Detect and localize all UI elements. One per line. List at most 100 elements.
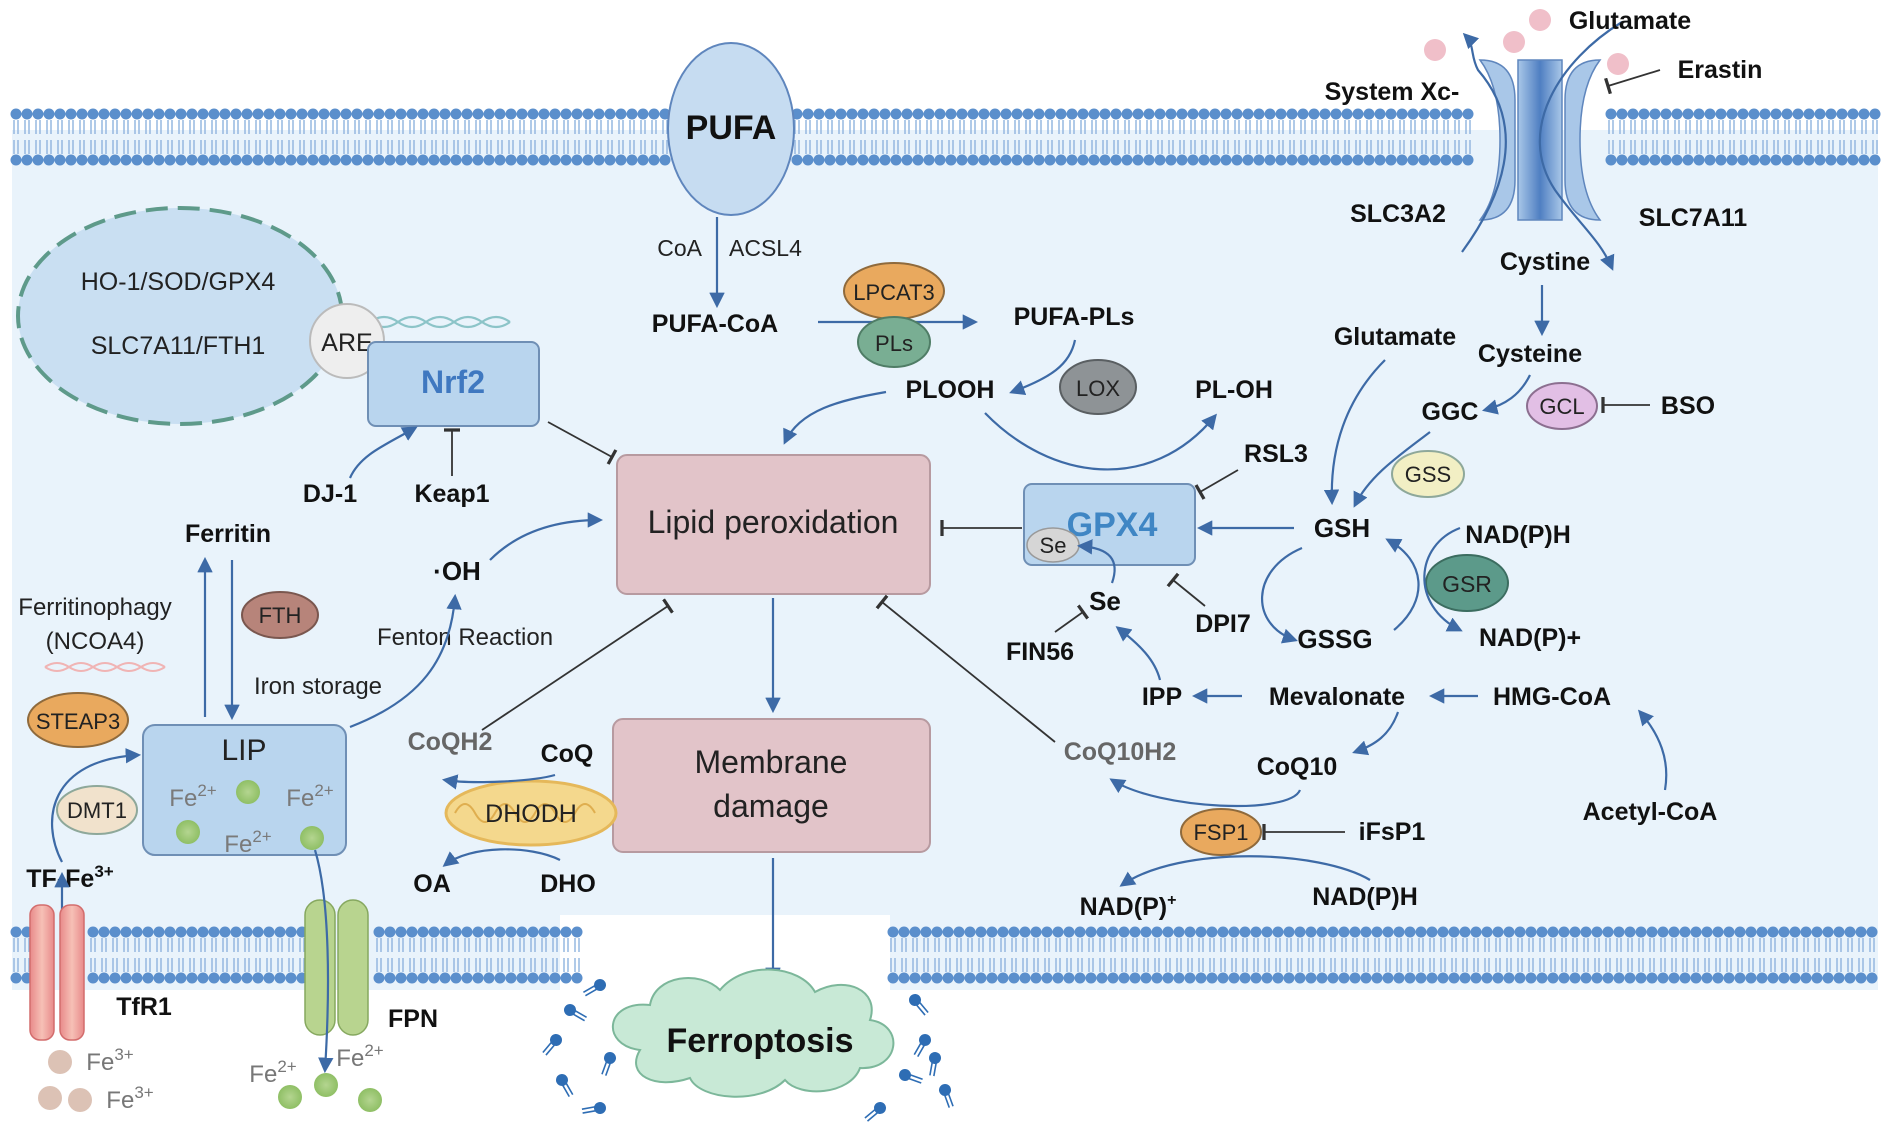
fsp1-enzyme: [1180, 808, 1262, 856]
dmt1-enzyme: [56, 785, 138, 835]
mitochondrion-cristae: [454, 803, 596, 823]
glutamate-to-gsh-arrow: [1323, 359, 1386, 506]
oh-radical-label: ·OH: [433, 556, 481, 586]
dho-to-oa-arc: [442, 848, 561, 867]
hmg-coa-label: HMG-CoA: [1493, 683, 1611, 711]
gsr-enzyme: [1425, 554, 1509, 612]
dpi7-label: DPI7: [1195, 610, 1251, 638]
fenton-label: Fenton Reaction: [377, 624, 553, 651]
oa-label: OA: [413, 870, 451, 898]
nrf2-inhibits-lipid-peroxidation: [547, 421, 618, 465]
steap3-enzyme: [27, 692, 129, 748]
lip-to-oh-arc: [349, 593, 462, 729]
gss-label: GSS: [1405, 462, 1451, 487]
pufa-pls-label: PUFA-PLs: [1014, 303, 1135, 331]
coq10-to-coq10h2-arc: [1109, 778, 1302, 808]
dmt1-to-lip-arc: [50, 748, 142, 863]
mevalonate-to-coq10-arrow: [1352, 711, 1400, 756]
gpx4-label: GPX4: [1067, 506, 1158, 544]
ggc-label: GGC: [1422, 398, 1479, 426]
nrf2-box: [367, 341, 540, 427]
acetylcoa-to-hmgcoa-arrow: [1637, 709, 1668, 791]
coqh2-inhibits-lipidperox: [481, 598, 674, 731]
nadp-plus-label: NAD(P)+: [1479, 624, 1581, 652]
nrf2-label: Nrf2: [421, 364, 485, 400]
gssg-to-gsh-arc: [1385, 538, 1420, 631]
acsl4-label: ACSL4: [729, 235, 802, 261]
lipid-fragment: [939, 1084, 954, 1108]
membrane-damage-label-1: Membrane: [695, 744, 848, 780]
glutamate-particle-4: [1607, 53, 1629, 75]
pls-label: PLs: [875, 331, 913, 356]
lipid-fragment: [929, 1052, 941, 1077]
dj1-to-nrf2-arrow: [348, 426, 418, 479]
lipid-fragment: [556, 1074, 574, 1097]
fe3-particle-1: [48, 1050, 72, 1074]
ferroptosis-label: Ferroptosis: [666, 1022, 853, 1060]
lipid-fragment: [913, 1034, 931, 1057]
glutamate-particle-1: [1529, 9, 1551, 31]
bso-label: BSO: [1661, 392, 1715, 420]
dmt1-label: DMT1: [67, 798, 127, 823]
pufa-coa-label: PUFA-CoA: [652, 310, 778, 338]
fpn-label: FPN: [388, 1005, 438, 1033]
lip-label: LIP: [221, 734, 266, 767]
plasma-membrane-top: [10, 108, 1881, 166]
dj1-label: DJ-1: [303, 480, 357, 508]
membrane-gap: [560, 915, 890, 995]
coq-label: CoQ: [541, 740, 594, 768]
erastin-inhibits-xc: [1604, 69, 1661, 95]
lipid-fragment: [601, 1052, 616, 1076]
ho1-label: HO-1/SOD/GPX4: [81, 268, 276, 296]
ferroptosis-cloud: [612, 968, 895, 1098]
gcl-enzyme: [1526, 382, 1598, 430]
rsl3-inhibits-gpx4: [1194, 469, 1239, 500]
gss-enzyme: [1391, 450, 1465, 498]
lipid-fragment: [564, 1004, 587, 1022]
nadph-top-label: NAD(P)H: [1465, 521, 1571, 549]
fe3-label-1: Fe3+: [86, 1045, 133, 1076]
ipp-label: IPP: [1142, 683, 1182, 711]
lipid-fragment: [581, 1102, 606, 1114]
mitochondrion: [444, 779, 618, 847]
slc7a11-fth1-label: SLC7A11/FTH1: [91, 332, 266, 360]
fpn-export-arrow: [313, 849, 334, 1074]
xc-export-arc: [1461, 32, 1507, 253]
erastin-label: Erastin: [1678, 56, 1763, 84]
pufa-transporter: [667, 42, 795, 216]
fin56-inhibits-se: [1054, 604, 1090, 633]
se-to-gpx4-arrow: [1076, 539, 1116, 584]
dna-helix-ferritinophagy: [44, 662, 166, 672]
slc7a11-label: SLC7A11: [1639, 204, 1747, 232]
plooh-to-ploh-arc: [984, 412, 1217, 471]
fin56-label: FIN56: [1006, 638, 1074, 666]
ggc-to-gsh-arrow: [1353, 431, 1431, 508]
membrane-damage-box: [612, 718, 931, 853]
nadph-to-nadp-fsp1-arc: [1119, 855, 1371, 887]
xc-import-arc: [1538, 21, 1623, 271]
gcl-label: GCL: [1539, 394, 1584, 419]
keap1-label: Keap1: [414, 480, 489, 508]
pls-enzyme: [857, 316, 931, 368]
coq10-label: CoQ10: [1257, 753, 1338, 781]
steap3-label: STEAP3: [36, 709, 120, 734]
se-inner-label: Se: [1040, 533, 1067, 558]
coq10h2-inhibits-lipidperox: [875, 594, 1056, 743]
nadp-out-label: NAD(P)+: [1080, 892, 1177, 921]
glutamate-particle-3: [1424, 39, 1446, 61]
glutamate-in-label: Glutamate: [1334, 323, 1456, 351]
nadph-to-nadp-arc: [1423, 526, 1463, 632]
lipid-peroxidation-box: [616, 454, 931, 595]
gsh-label: GSH: [1314, 513, 1370, 543]
fth-enzyme: [241, 591, 319, 639]
fe2-out-label-2: Fe2+: [336, 1041, 383, 1072]
tfr1-label: TfR1: [116, 993, 172, 1021]
rsl3-label: RSL3: [1244, 440, 1308, 468]
lipid-peroxidation-label: Lipid peroxidation: [648, 504, 899, 540]
fth-label: FTH: [259, 603, 302, 628]
iron-storage-label: Iron storage: [254, 673, 382, 700]
plasma-membrane-bottom-left: [10, 926, 583, 984]
fe3-label-2: Fe3+: [106, 1083, 153, 1114]
lpcat3-label: LPCAT3: [853, 280, 935, 305]
